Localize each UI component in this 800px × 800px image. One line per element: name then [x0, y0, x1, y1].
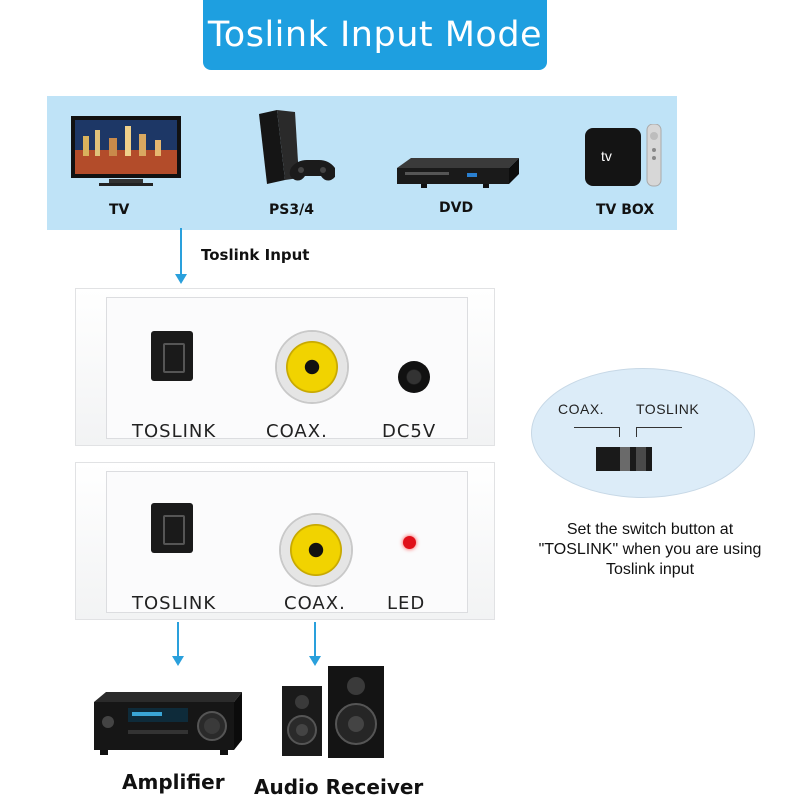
output-label-audio-receiver: Audio Receiver: [254, 775, 424, 799]
switch-knob: [620, 447, 630, 471]
converter-panel-bottom: TOSLINK COAX. LED: [75, 462, 495, 620]
source-label-tv: TV: [109, 202, 130, 218]
output-label-amplifier: Amplifier: [122, 770, 225, 794]
note-line: Toslink input: [605, 561, 695, 578]
port-label: TOSLINK: [132, 421, 217, 442]
coax-port-top: [277, 332, 347, 402]
dc-power-jack: [398, 361, 430, 393]
switch-knob-edge: [636, 447, 646, 471]
output-arrow-head: [172, 656, 184, 666]
switch-guide-left-tick: [619, 427, 620, 437]
dvd-player-icon: [397, 158, 519, 190]
port-label: COAX.: [284, 593, 346, 614]
note-line: Set the switch button at: [566, 521, 734, 538]
output-arrow-line: [314, 622, 316, 658]
toslink-output-port: [151, 503, 193, 553]
switch-label-coax: COAX.: [558, 401, 605, 417]
switch-guide-right-tick: [636, 427, 637, 437]
converter-panel-top: TOSLINK COAX. DC5V: [75, 288, 495, 446]
input-label: Toslink Input: [201, 246, 310, 264]
output-arrow-head: [309, 656, 321, 666]
output-arrow-line: [177, 622, 179, 658]
switch-instruction: Set the switch button at "TOSLINK" when …: [500, 520, 800, 580]
port-label: LED: [387, 593, 426, 614]
port-label: COAX.: [266, 421, 328, 442]
tv-box-icon: tv: [585, 123, 665, 188]
amplifier-icon: [94, 692, 242, 756]
source-label-tvbox: TV BOX: [596, 202, 655, 218]
switch-label-toslink: TOSLINK: [636, 401, 700, 417]
led-indicator: [403, 536, 416, 549]
input-arrow-head: [175, 274, 187, 284]
speakers-icon: [282, 664, 386, 760]
note-line: "TOSLINK" when you are using: [538, 541, 762, 558]
switch-zoom-view: COAX. TOSLINK: [531, 368, 755, 498]
toslink-input-port: [151, 331, 193, 381]
tv-icon: [69, 116, 183, 188]
page-title: Toslink Input Mode: [203, 0, 547, 70]
source-devices-strip: TV PS3/4 DVD tv: [47, 96, 677, 230]
game-console-icon: [255, 110, 337, 190]
switch-guide-left: [574, 427, 620, 428]
input-arrow-line: [180, 228, 182, 276]
port-label: TOSLINK: [132, 593, 217, 614]
tv-box-badge: tv: [601, 148, 612, 164]
source-label-ps: PS3/4: [269, 202, 314, 218]
port-label: DC5V: [382, 421, 437, 442]
switch-guide-right: [636, 427, 682, 428]
coax-port-bottom: [281, 515, 351, 585]
source-label-dvd: DVD: [439, 200, 474, 216]
